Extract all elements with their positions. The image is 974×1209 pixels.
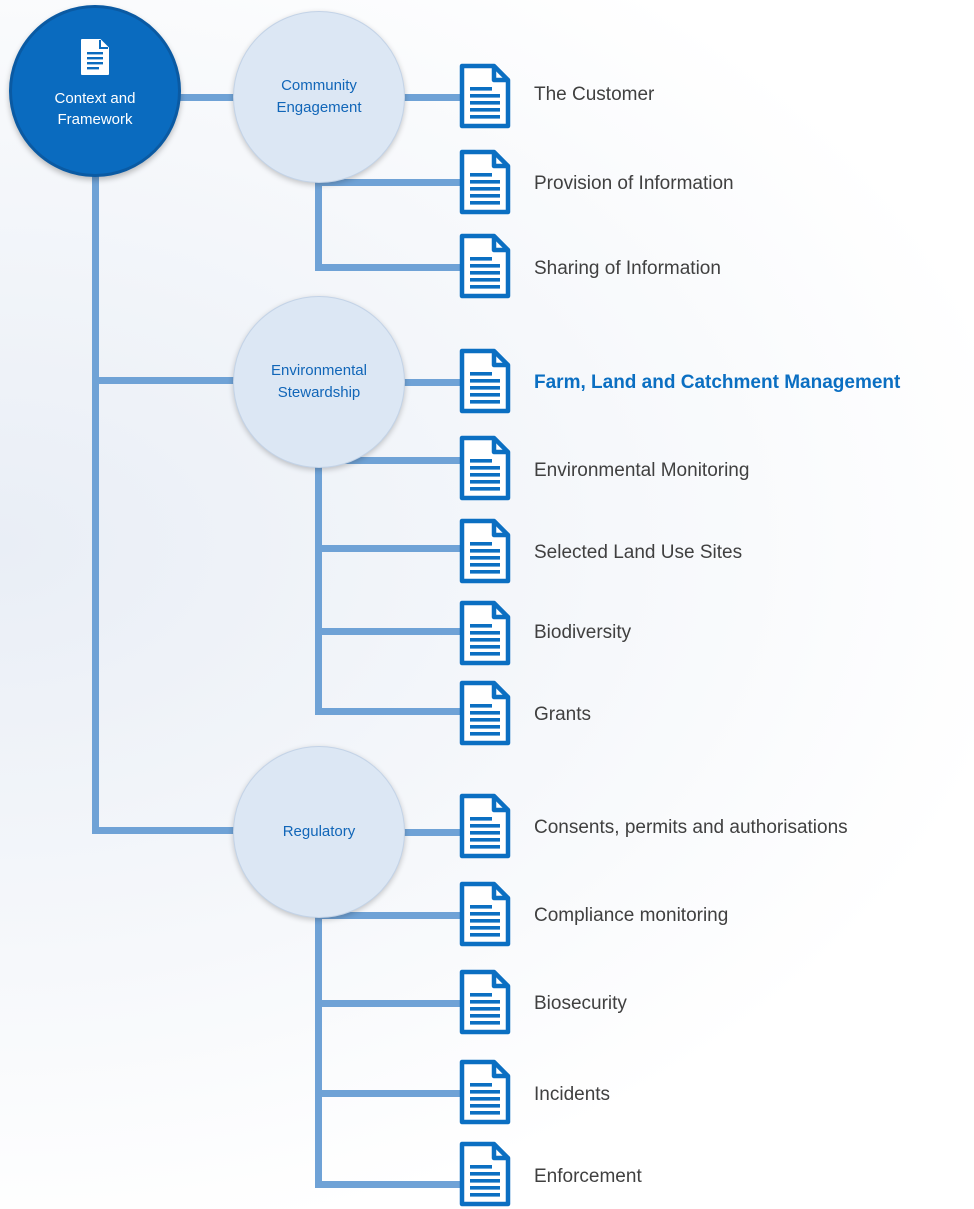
item-grants[interactable]: Grants bbox=[534, 704, 592, 725]
document-icon[interactable] bbox=[458, 881, 512, 947]
connector-environmental-item-5 bbox=[315, 708, 462, 715]
connector-root-regulatory bbox=[92, 827, 238, 834]
item-incidents[interactable]: Incidents bbox=[534, 1084, 611, 1105]
item-environmental-monitoring[interactable]: Environmental Monitoring bbox=[534, 460, 750, 481]
document-icon[interactable] bbox=[458, 518, 512, 584]
item-consents-permits-authorisations[interactable]: Consents, permits and authorisations bbox=[534, 817, 848, 838]
document-icon[interactable] bbox=[458, 149, 512, 215]
category-label: Regulatory bbox=[282, 823, 356, 840]
category-node-regulatory[interactable]: Regulatory bbox=[233, 746, 405, 918]
item-biodiversity[interactable]: Biodiversity bbox=[534, 622, 632, 643]
connector-regulatory-item-4 bbox=[315, 1090, 462, 1097]
connector-regulatory-vertical bbox=[315, 908, 322, 1188]
connector-regulatory-item-3 bbox=[315, 1000, 462, 1007]
document-icon[interactable] bbox=[458, 1141, 512, 1207]
connector-root-environmental bbox=[92, 377, 238, 384]
category-label: Environmental Stewardship bbox=[271, 362, 367, 401]
connector-community-item-1 bbox=[404, 94, 462, 101]
category-node-community-engagement[interactable]: Community Engagement bbox=[233, 11, 405, 183]
document-icon[interactable] bbox=[458, 63, 512, 129]
document-icon[interactable] bbox=[458, 680, 512, 746]
connector-community-item-2 bbox=[315, 179, 462, 186]
category-label: Community Engagement bbox=[276, 77, 362, 116]
connector-environmental-item-2 bbox=[315, 457, 462, 464]
item-compliance-monitoring[interactable]: Compliance monitoring bbox=[534, 905, 729, 926]
connector-root-vertical bbox=[92, 170, 99, 834]
item-biosecurity[interactable]: Biosecurity bbox=[534, 993, 627, 1014]
document-icon[interactable] bbox=[458, 1059, 512, 1125]
connector-environmental-vertical bbox=[315, 452, 322, 715]
connector-environmental-item-3 bbox=[315, 545, 462, 552]
document-icon[interactable] bbox=[458, 793, 512, 859]
document-icon[interactable] bbox=[458, 233, 512, 299]
item-provision-of-information[interactable]: Provision of Information bbox=[534, 173, 734, 194]
root-node-label: Context and Framework bbox=[54, 90, 136, 128]
item-farm-land-catchment-management[interactable]: Farm, Land and Catchment Management bbox=[534, 372, 901, 393]
connector-community-vertical bbox=[315, 172, 322, 271]
document-icon[interactable] bbox=[458, 435, 512, 501]
connector-environmental-item-1 bbox=[404, 379, 462, 386]
connector-regulatory-item-5 bbox=[315, 1181, 462, 1188]
connector-root-community bbox=[178, 94, 238, 101]
connector-community-item-3 bbox=[315, 264, 462, 271]
item-sharing-of-information[interactable]: Sharing of Information bbox=[534, 258, 721, 279]
category-node-environmental-stewardship[interactable]: Environmental Stewardship bbox=[233, 296, 405, 468]
connector-regulatory-item-1 bbox=[404, 829, 462, 836]
document-icon bbox=[81, 39, 109, 75]
document-icon[interactable] bbox=[458, 969, 512, 1035]
document-icon[interactable] bbox=[458, 600, 512, 666]
root-node-context-framework[interactable]: Context and Framework bbox=[9, 5, 181, 177]
item-enforcement[interactable]: Enforcement bbox=[534, 1166, 642, 1187]
connector-regulatory-item-2 bbox=[315, 912, 462, 919]
item-the-customer[interactable]: The Customer bbox=[534, 84, 655, 105]
document-icon[interactable] bbox=[458, 348, 512, 414]
connector-environmental-item-4 bbox=[315, 628, 462, 635]
item-selected-land-use-sites[interactable]: Selected Land Use Sites bbox=[534, 542, 743, 563]
